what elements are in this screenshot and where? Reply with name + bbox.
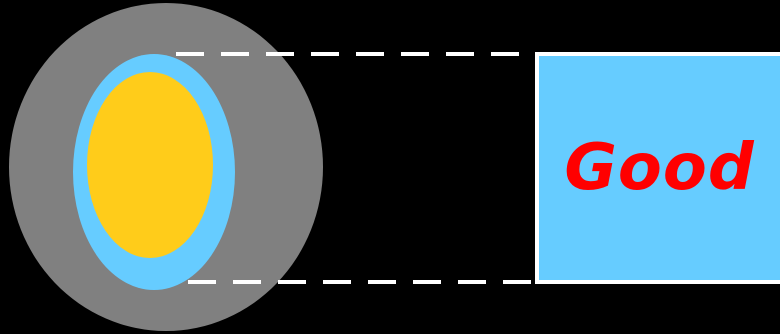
good-label-text: Good — [564, 131, 755, 205]
good-label-box: Good — [535, 52, 780, 284]
yellow-core-ellipse — [87, 72, 213, 258]
